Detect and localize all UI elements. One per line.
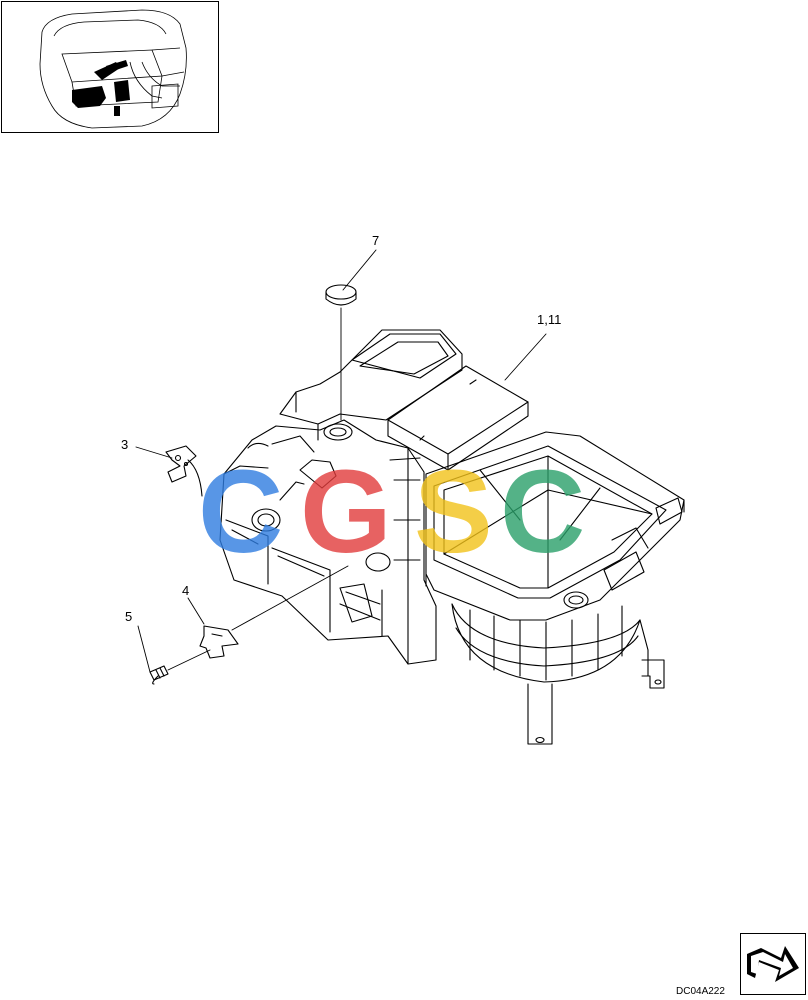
leader-5-axis	[167, 649, 211, 671]
leader-3	[135, 446, 173, 459]
next-page-button[interactable]	[740, 933, 806, 995]
leader-7	[342, 249, 377, 291]
leader-1-11	[504, 333, 547, 381]
control-box	[387, 365, 529, 471]
machine-location-thumbnail-icon	[39, 9, 187, 129]
watermark-letter-2: G	[300, 446, 392, 578]
watermark-letter-4: C	[500, 446, 585, 578]
watermark-letter-1: C	[198, 446, 283, 578]
watermark-letter-3: S	[414, 446, 493, 578]
part-7-cap	[325, 284, 357, 306]
leader-4-axis	[231, 565, 349, 631]
next-page-arrow-icon	[747, 946, 799, 982]
callout-4: 4	[182, 583, 190, 598]
blower-housing	[451, 603, 641, 683]
right-filter-housing	[425, 431, 685, 621]
part-4-clip	[199, 625, 239, 659]
drawing-code: DC04A222	[676, 986, 725, 997]
part-3-bracket	[165, 445, 203, 497]
leader-4	[187, 597, 205, 625]
callout-1-11: 1,11	[537, 312, 562, 327]
left-housing	[219, 329, 463, 665]
part-5-screw	[149, 665, 169, 685]
locator-thumbnail	[1, 1, 219, 133]
callout-3: 3	[121, 437, 129, 452]
leader-lines	[135, 249, 547, 673]
callout-5: 5	[125, 609, 133, 624]
mounting-feet	[527, 619, 665, 745]
leader-5	[137, 625, 151, 673]
callout-7: 7	[372, 233, 380, 248]
